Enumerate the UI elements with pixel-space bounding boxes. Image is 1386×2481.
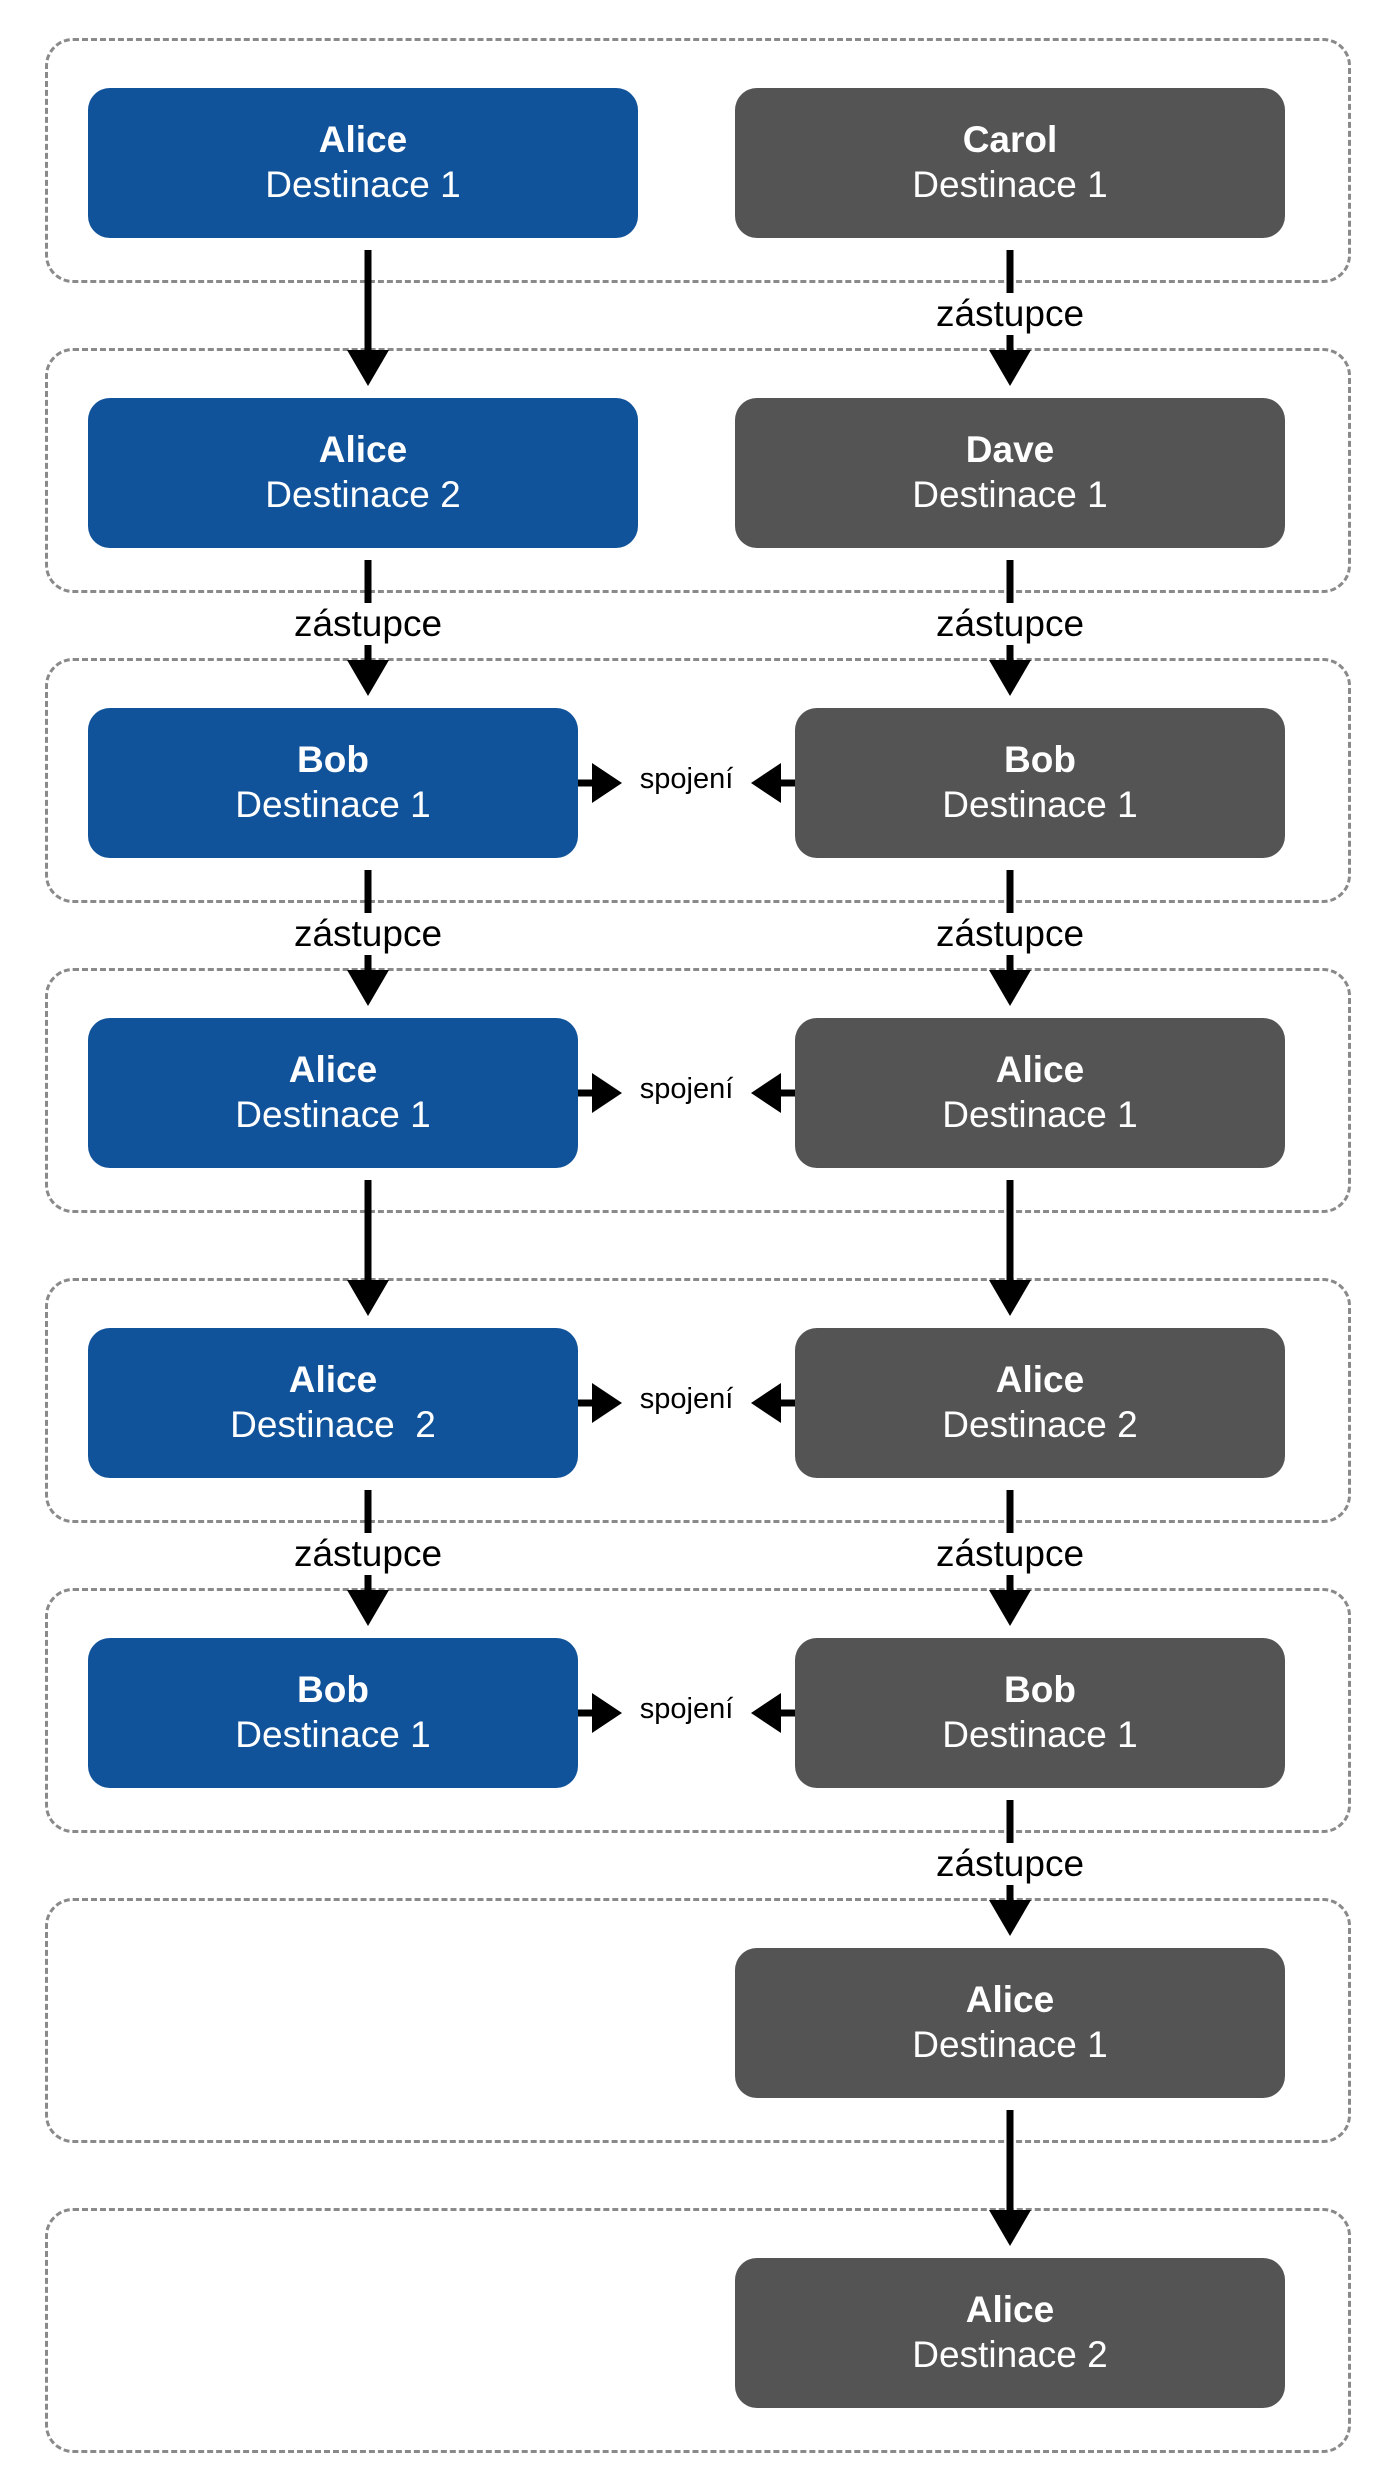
node-name: Alice: [288, 1359, 378, 1400]
substitute-label: zástupce: [289, 1533, 447, 1575]
node-name: Alice: [965, 2289, 1055, 2330]
substitute-label: zástupce: [289, 913, 447, 955]
row-group-frame: [45, 38, 1351, 283]
substitute-label: zástupce: [931, 1843, 1089, 1885]
node-name: Alice: [288, 1049, 378, 1090]
node-destination: Destinace 1: [912, 474, 1108, 515]
node-name: Alice: [995, 1359, 1085, 1400]
node-destination: Destinace 2: [912, 2334, 1108, 2375]
node-destination: Destinace 2: [942, 1404, 1138, 1445]
row-group-frame: [45, 348, 1351, 593]
row-group-frame: [45, 968, 1351, 1213]
node-destination: Destinace 1: [942, 1094, 1138, 1135]
connection-label: spojení: [639, 1693, 734, 1725]
node-destination: Destinace 1: [942, 1714, 1138, 1755]
row-group-frame: [45, 658, 1351, 903]
row-group-frame: [45, 1278, 1351, 1523]
node-destination: Destinace 1: [235, 1094, 431, 1135]
node-name: Bob: [1004, 1669, 1076, 1710]
node-name: Bob: [1004, 739, 1076, 780]
node-name: Alice: [318, 119, 408, 160]
substitute-label: zástupce: [931, 603, 1089, 645]
connection-label: spojení: [639, 1073, 734, 1105]
node-name: Alice: [318, 429, 408, 470]
row-group-frame: [45, 1588, 1351, 1833]
substitute-label: zástupce: [931, 293, 1089, 335]
node-destination: Destinace 2: [230, 1404, 436, 1445]
substitute-label: zástupce: [931, 1533, 1089, 1575]
node-name: Dave: [965, 429, 1055, 470]
node-destination: Destinace 1: [912, 2024, 1108, 2065]
node-name: Bob: [297, 739, 369, 780]
row-group-frame: [45, 2208, 1351, 2453]
node-destination: Destinace 1: [235, 1714, 431, 1755]
row-group-frame: [45, 1898, 1351, 2143]
connection-label: spojení: [639, 1383, 734, 1415]
substitute-label: zástupce: [289, 603, 447, 645]
node-name: Bob: [297, 1669, 369, 1710]
node-destination: Destinace 1: [942, 784, 1138, 825]
node-destination: Destinace 1: [912, 164, 1108, 205]
substitute-label: zástupce: [931, 913, 1089, 955]
node-name: Alice: [995, 1049, 1085, 1090]
node-name: Carol: [962, 119, 1058, 160]
node-destination: Destinace 1: [265, 164, 461, 205]
node-destination: Destinace 1: [235, 784, 431, 825]
connection-label: spojení: [639, 763, 734, 795]
node-name: Alice: [965, 1979, 1055, 2020]
node-destination: Destinace 2: [265, 474, 461, 515]
